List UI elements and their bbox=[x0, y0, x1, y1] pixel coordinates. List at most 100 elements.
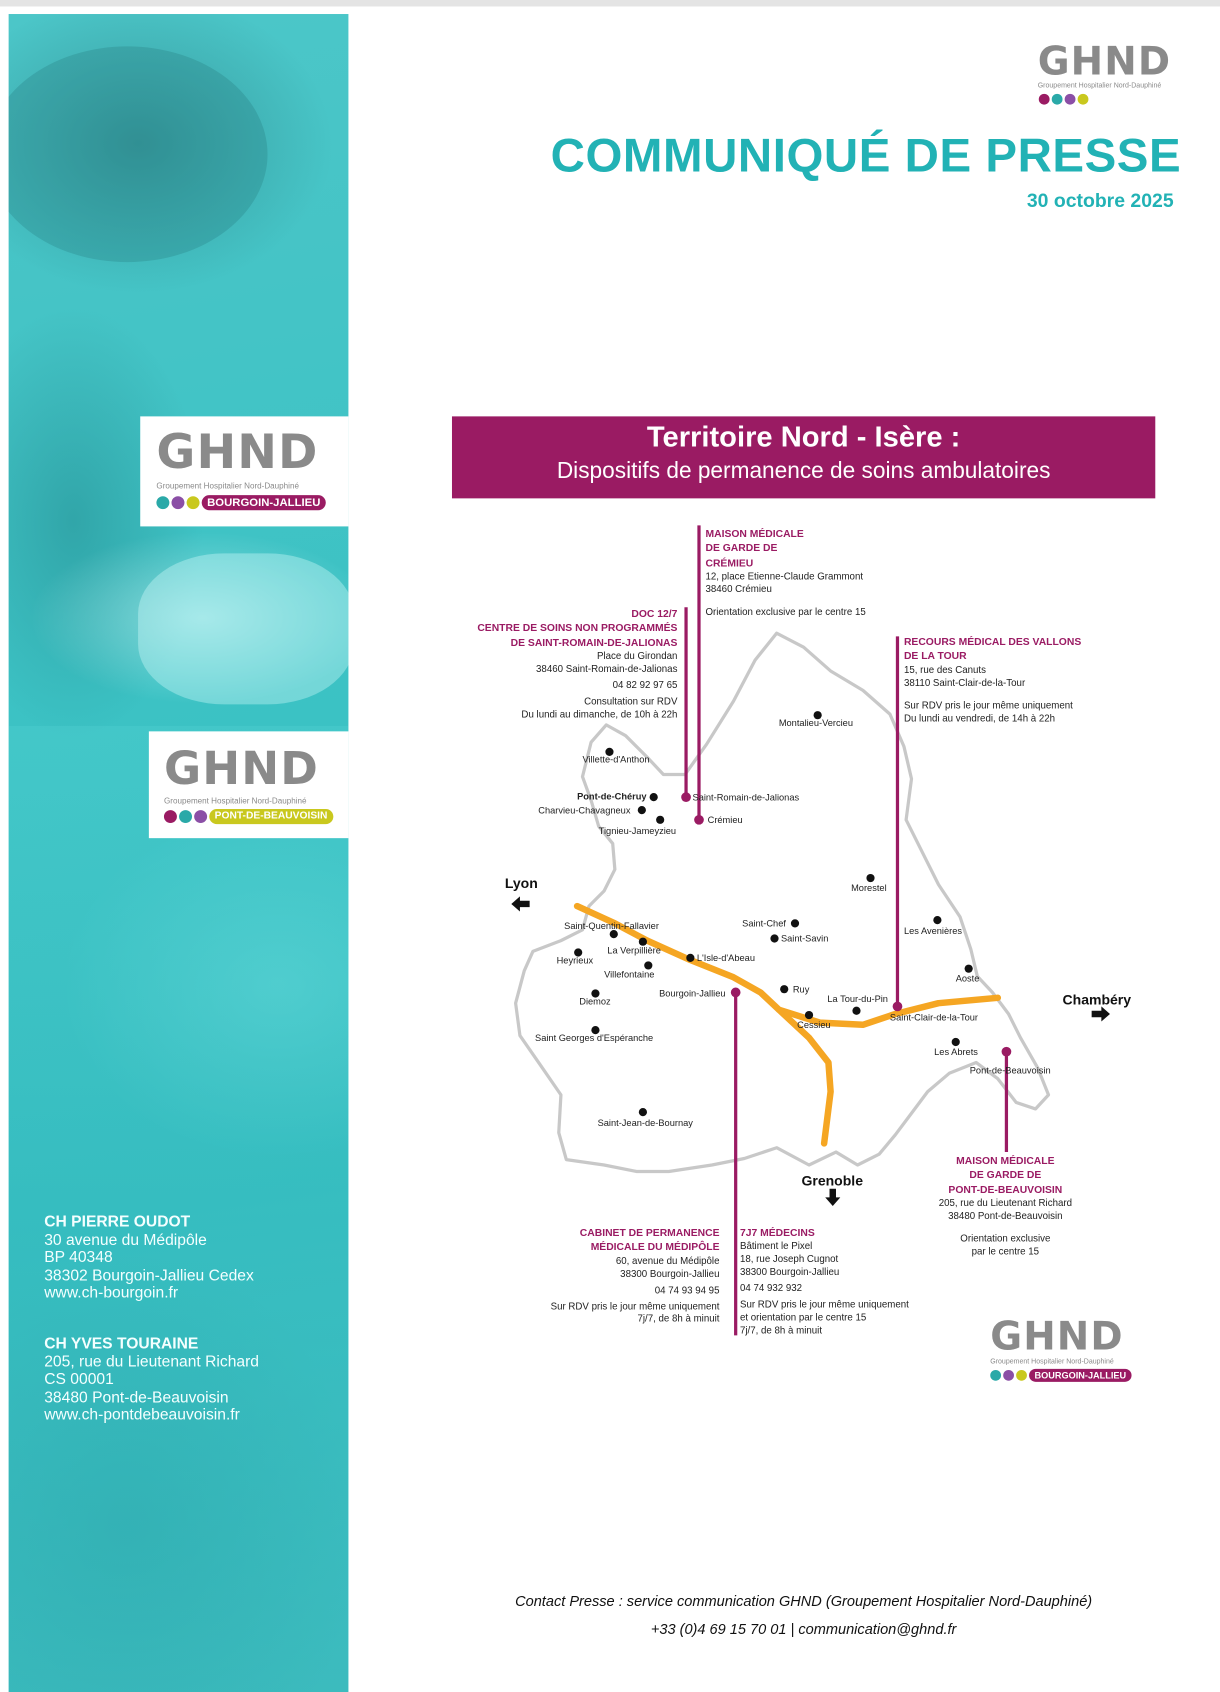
banner-subtitle: Dispositifs de permanence de soins ambul… bbox=[556, 458, 1051, 484]
olive-dot-icon bbox=[186, 496, 200, 510]
press-date: 30 octobre 2025 bbox=[1026, 189, 1174, 212]
highway-a48 bbox=[775, 1006, 834, 1147]
facility-title: CABINET DE PERMANENCE bbox=[579, 1227, 720, 1240]
city-label: Cessieu bbox=[797, 1020, 830, 1030]
logo-dots: BOURGOIN-JALLIEU bbox=[156, 495, 326, 511]
hospital-address-1: CH PIERRE OUDOT 30 avenue du Médipôle BP… bbox=[44, 1214, 254, 1303]
photo-gown-shape bbox=[8, 725, 349, 1692]
city-label: La Tour-du-Pin bbox=[827, 994, 888, 1004]
city-marker bbox=[804, 1010, 814, 1020]
facility-address: 38480 Pont-de-Beauvoisin bbox=[948, 1210, 1063, 1222]
violet-dot-icon bbox=[171, 496, 185, 510]
address-line: BP 40348 bbox=[44, 1249, 113, 1267]
city-marker bbox=[770, 934, 779, 943]
press-contact-details[interactable]: +33 (0)4 69 15 70 01 | communication@ghn… bbox=[650, 1621, 957, 1638]
city-marker bbox=[609, 930, 618, 939]
teal-dot-icon bbox=[156, 496, 170, 510]
facility-title: DE GARDE DE bbox=[969, 1169, 1042, 1182]
city-label: Heyrieux bbox=[557, 955, 594, 965]
logo-dots: BOURGOIN-JALLIEU bbox=[990, 1368, 1132, 1382]
olive-dot-icon bbox=[1016, 1369, 1027, 1381]
city-label: Saint-Chef bbox=[742, 919, 786, 929]
logo-subtitle: Groupement Hospitalier Nord-Dauphiné bbox=[163, 796, 307, 806]
city-label: Ruy bbox=[793, 984, 810, 994]
facility-title: CRÉMIEU bbox=[705, 557, 754, 570]
facility-address: 38110 Saint-Clair-de-la-Tour bbox=[903, 677, 1026, 688]
facility-pont-de-beauvoisin: MAISON MÉDICALE DE GARDE DE PONT-DE-BEAU… bbox=[919, 1154, 1092, 1258]
city-marker bbox=[866, 873, 875, 883]
city-markers: Villette-d'AnthonMontalieu-VercieuPont-d… bbox=[535, 711, 1051, 1128]
facility-title: CENTRE DE SOINS NON PROGRAMMÉS bbox=[477, 622, 678, 635]
violet-dot-icon bbox=[194, 810, 208, 824]
address-line: 205, rue du Lieutenant Richard bbox=[44, 1353, 260, 1371]
logo-bourgoin-jallieu: GHND Groupement Hospitalier Nord-Dauphin… bbox=[140, 416, 349, 527]
facility-address: 205, rue du Lieutenant Richard bbox=[938, 1197, 1073, 1209]
facility-note: 7j/7, de 8h à minuit bbox=[637, 1313, 720, 1325]
hospital-name: CH YVES TOURAINE bbox=[44, 1335, 199, 1353]
facility-7j7-medecins: 7J7 MÉDECINS Bâtiment le Pixel 18, rue J… bbox=[740, 1226, 909, 1337]
city-label: Saint-Romain-de-Jalionas bbox=[693, 792, 800, 802]
purple-dot-icon bbox=[163, 810, 177, 824]
city-label: Pont-de-Beauvoisin bbox=[970, 1065, 1051, 1075]
city-marker bbox=[644, 961, 653, 970]
facility-title: PONT-DE-BEAUVOISIN bbox=[948, 1184, 1063, 1197]
facility-cremieu: MAISON MÉDICALE DE GARDE DE CRÉMIEU 12, … bbox=[705, 527, 865, 619]
city-label: Crémieu bbox=[708, 815, 743, 825]
facility-address: 38300 Bourgoin-Jallieu bbox=[620, 1268, 720, 1280]
city-marker bbox=[574, 948, 583, 957]
facility-marker bbox=[730, 987, 741, 998]
city-label: Bourgoin-Jallieu bbox=[659, 989, 725, 999]
facility-phone: 04 82 92 97 65 bbox=[612, 679, 678, 691]
facility-cabinet-medipole: CABINET DE PERMANENCE MÉDICALE DU MÉDIPÔ… bbox=[551, 1226, 720, 1326]
olive-dot-icon bbox=[1077, 93, 1089, 105]
logo-text: GHND bbox=[156, 425, 319, 481]
page-title: COMMUNIQUÉ DE PRESSE bbox=[550, 129, 1182, 183]
city-marker bbox=[656, 815, 665, 824]
facility-doc-12-7: DOC 12/7 CENTRE DE SOINS NON PROGRAMMÉS … bbox=[477, 607, 677, 721]
facility-address: 38300 Bourgoin-Jallieu bbox=[739, 1266, 840, 1278]
direction-label: Grenoble bbox=[801, 1172, 863, 1188]
facility-address: 12, place Etienne-Claude Grammont bbox=[705, 570, 864, 582]
facility-recours-vallons: RECOURS MÉDICAL DES VALLONS DE LA TOUR 1… bbox=[904, 635, 1081, 725]
city-label: Saint-Clair-de-la-Tour bbox=[890, 1012, 978, 1022]
city-label: Diemoz bbox=[579, 996, 611, 1006]
logo-dots bbox=[1038, 93, 1089, 105]
city-label: Saint-Jean-de-Bournay bbox=[598, 1118, 694, 1128]
city-label: Montalieu-Vercieu bbox=[779, 718, 853, 728]
hospital-address-2: CH YVES TOURAINE 205, rue du Lieutenant … bbox=[44, 1335, 259, 1424]
city-label: Saint-Savin bbox=[781, 934, 828, 944]
website-link[interactable]: www.ch-pontdebeauvoisin.fr bbox=[44, 1407, 240, 1425]
photo-cap-shape bbox=[8, 46, 268, 263]
banner-title: Territoire Nord - Isère : bbox=[646, 420, 961, 454]
left-photo-panel: CH PIERRE OUDOT 30 avenue du Médipôle BP… bbox=[8, 14, 349, 1692]
facility-marker bbox=[892, 1001, 903, 1012]
city-label: Les Avenières bbox=[904, 926, 962, 936]
facility-note: Du lundi au dimanche, de 10h à 22h bbox=[521, 708, 678, 720]
city-marker bbox=[780, 985, 789, 994]
facility-address: 38460 Crémieu bbox=[705, 583, 772, 595]
website-link[interactable]: www.ch-bourgoin.fr bbox=[44, 1285, 179, 1303]
facility-note: Sur RDV pris le jour même uniquement bbox=[903, 699, 1073, 711]
logo-subtitle: Groupement Hospitalier Nord-Dauphiné bbox=[1037, 81, 1162, 90]
city-label: Saint-Quentin-Fallavier bbox=[564, 921, 659, 931]
facility-title: 7J7 MÉDECINS bbox=[739, 1227, 815, 1240]
highway-a43 bbox=[573, 902, 1002, 1029]
logo-ghnd-main: GHND Groupement Hospitalier Nord-Dauphin… bbox=[1038, 43, 1184, 108]
facility-connector-lines bbox=[684, 525, 1009, 1336]
address-line: CS 00001 bbox=[44, 1371, 114, 1389]
press-contact: Contact Presse : service communication G… bbox=[515, 1593, 1093, 1610]
logo-dots: PONT-DE-BEAUVOISIN bbox=[163, 809, 333, 825]
logo-site-badge: BOURGOIN-JALLIEU bbox=[201, 495, 326, 511]
facility-address: 38460 Saint-Romain-de-Jalionas bbox=[536, 663, 678, 675]
facility-address: Bâtiment le Pixel bbox=[739, 1240, 813, 1252]
facility-address: 18, rue Joseph Cugnot bbox=[739, 1253, 839, 1265]
city-marker bbox=[605, 747, 614, 756]
teal-dot-icon bbox=[179, 810, 193, 824]
city-marker bbox=[852, 1006, 861, 1015]
facility-phone: 04 74 932 932 bbox=[739, 1282, 803, 1294]
facility-note: 7j/7, de 8h à minuit bbox=[739, 1324, 823, 1336]
city-label: Aoste bbox=[956, 974, 980, 984]
city-label: Villefontaine bbox=[604, 969, 654, 979]
city-marker bbox=[591, 1026, 600, 1035]
city-marker bbox=[790, 919, 800, 928]
